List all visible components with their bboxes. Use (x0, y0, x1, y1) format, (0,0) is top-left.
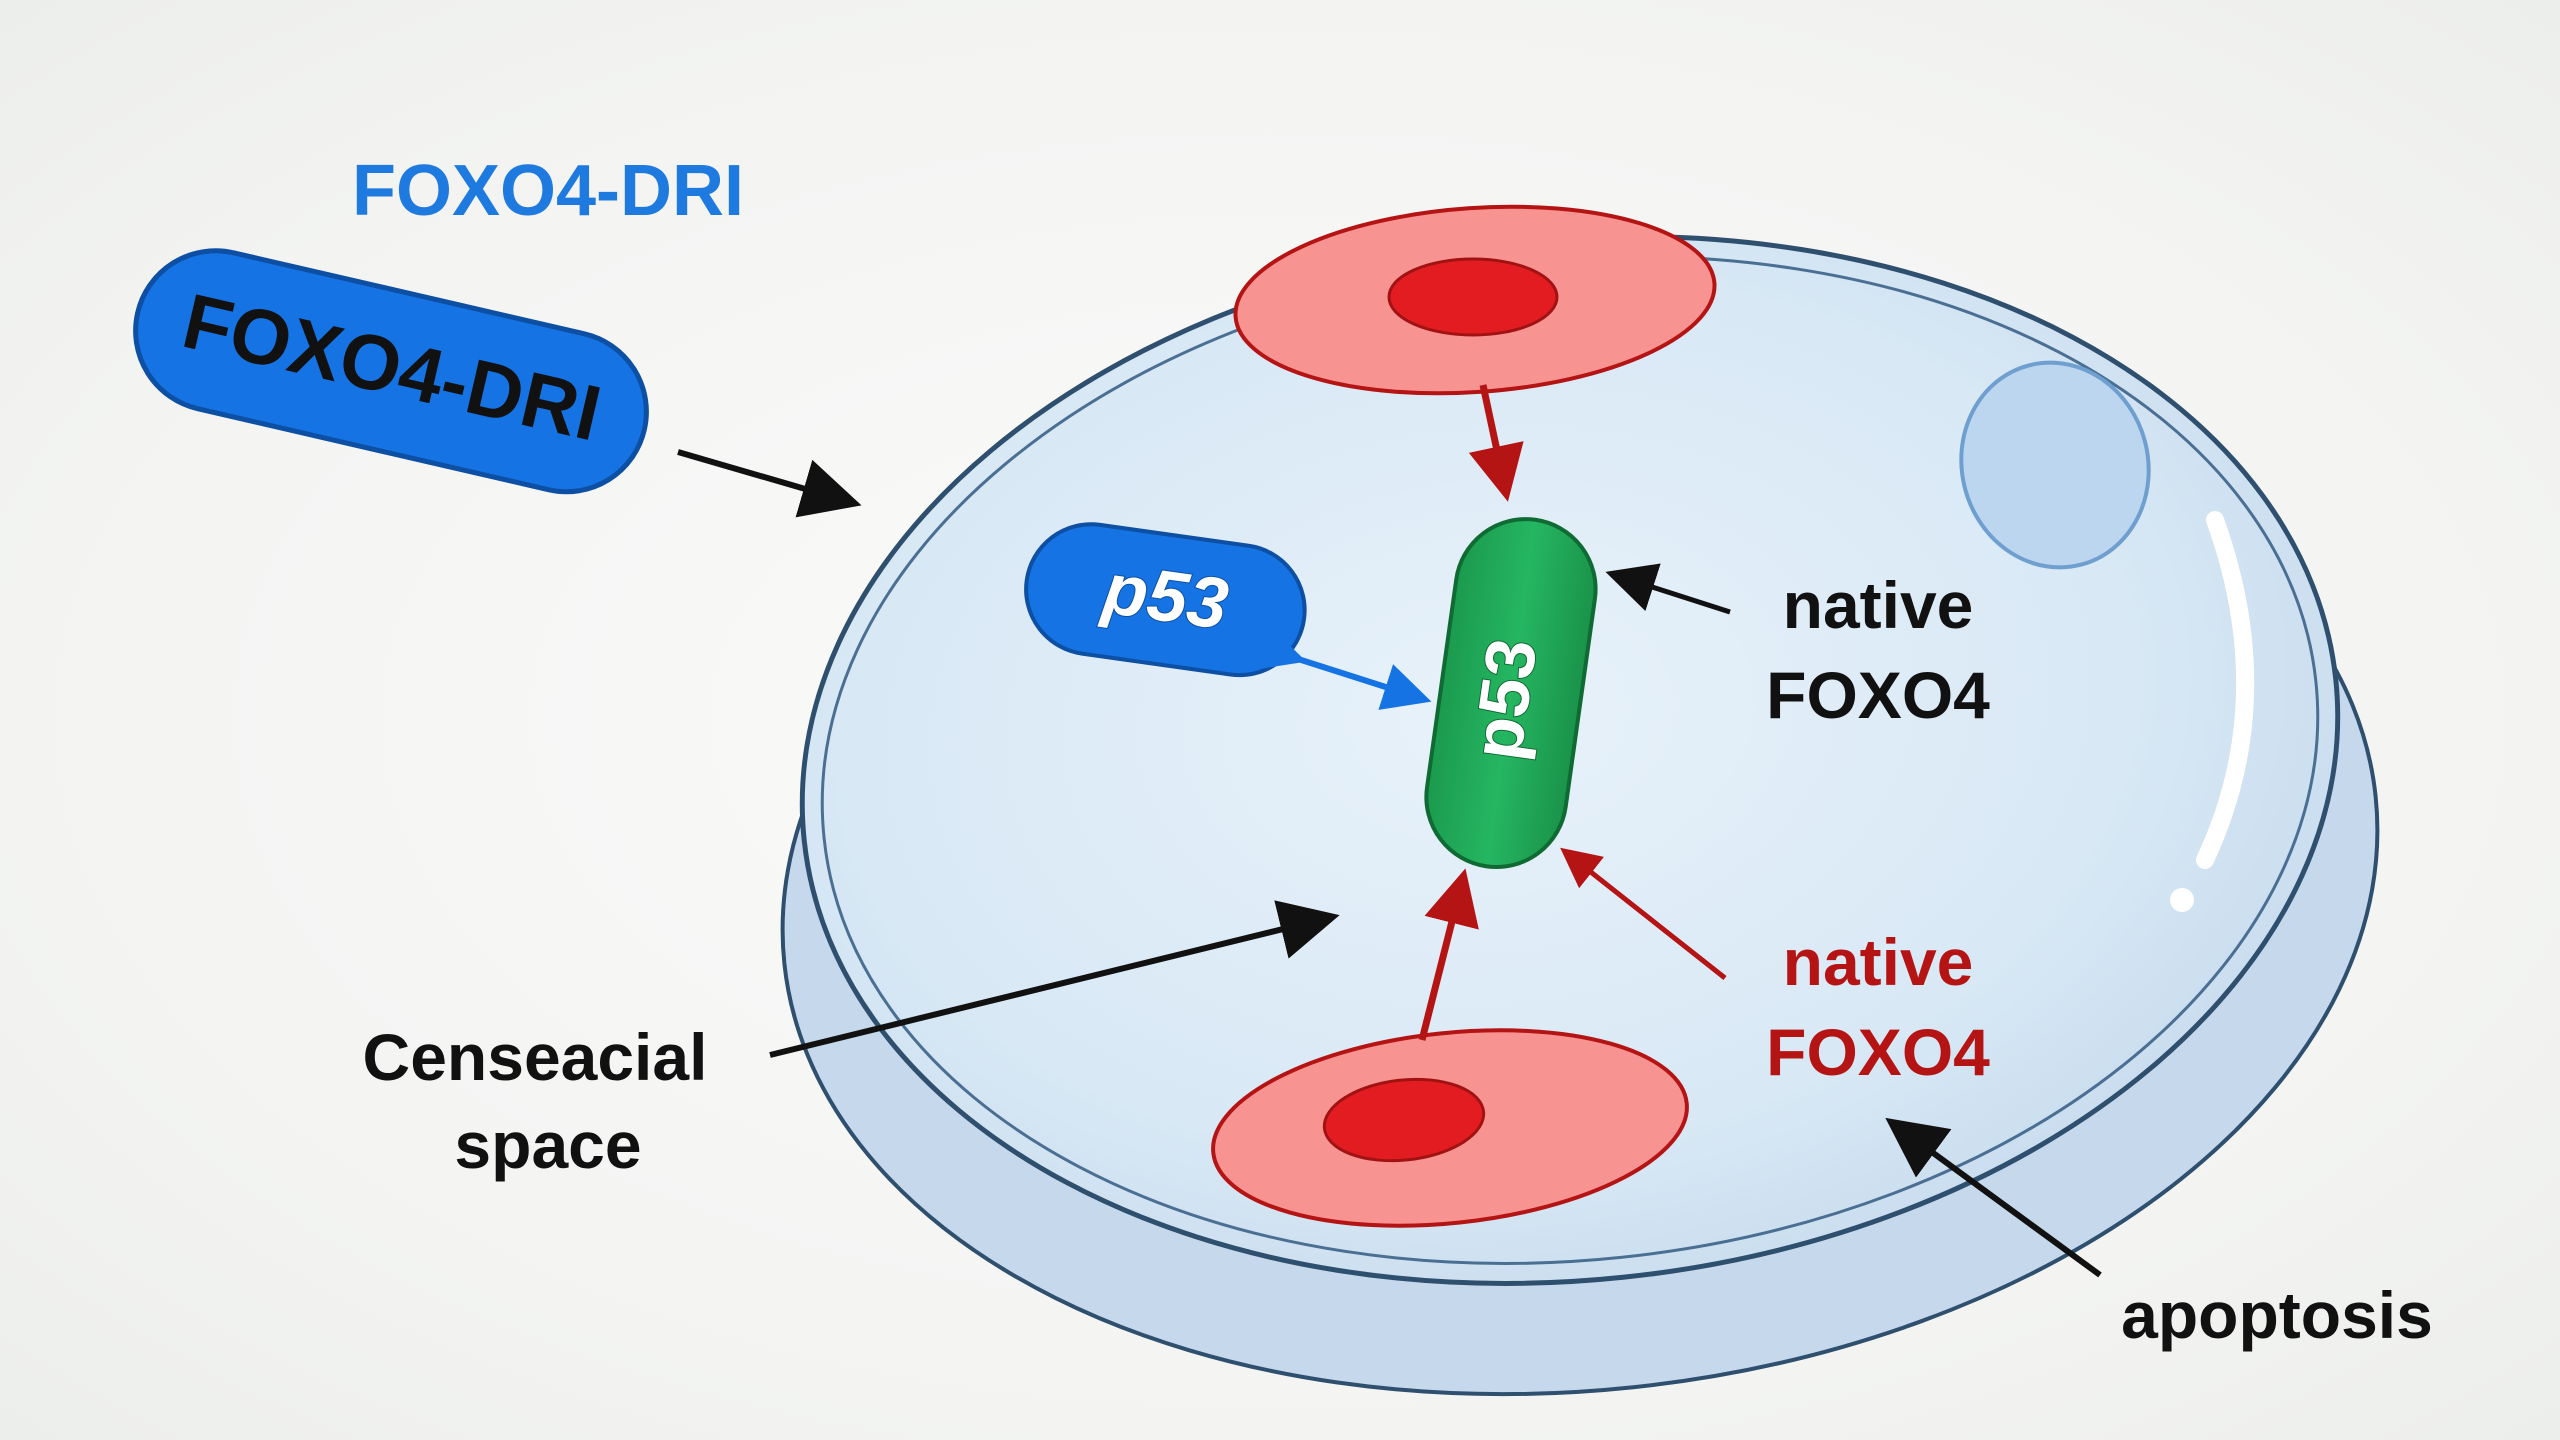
native-foxo4-bottom-cell (1211, 1028, 1689, 1228)
p53-green-pill: p53 (1424, 517, 1598, 870)
p53-blue-pill: p53 (1024, 522, 1307, 678)
arrow-foxo4-dri-to-membrane (677, 449, 862, 518)
label-native-foxo4-red-line1: native (1783, 925, 1974, 999)
red-nucleus-bottom (1322, 1077, 1486, 1163)
p53-green-label: p53 (1458, 634, 1552, 764)
label-extracellular-line1: Censeacial (363, 1020, 708, 1094)
cell-highlight-dot (2170, 888, 2194, 912)
native-foxo4-top-cell (1233, 204, 1717, 396)
label-extracellular-line2: space (454, 1108, 641, 1182)
label-native-foxo4-red-line2: FOXO4 (1766, 1015, 1990, 1089)
p53-blue-label: p53 (1097, 548, 1233, 645)
arrow-space-to-cell (769, 900, 1340, 1058)
label-native-foxo4-top-line2: FOXO4 (1766, 658, 1990, 732)
vacuole (1959, 360, 2151, 570)
arrow-p53-binding (1253, 624, 1432, 710)
arrow-top-cell-to-p53 (1468, 384, 1524, 502)
arrow-native-foxo4-red-to-p53 (1560, 847, 1727, 980)
cell-highlight (2196, 511, 2255, 869)
label-native-foxo4-top-line1: native (1783, 568, 1974, 642)
diagram-title: FOXO4-DRI (352, 151, 744, 231)
arrow-apoptosis-to-foxo4 (1885, 1117, 2102, 1278)
red-nucleus-top (1387, 257, 1559, 337)
arrow-bottom-cell-to-p53 (1418, 868, 1479, 1041)
arrow-native-foxo4-to-p53 (1605, 563, 1731, 615)
foxo4-dri-pill: FOXO4-DRI (133, 248, 649, 495)
label-apoptosis: apoptosis (2121, 1278, 2433, 1352)
